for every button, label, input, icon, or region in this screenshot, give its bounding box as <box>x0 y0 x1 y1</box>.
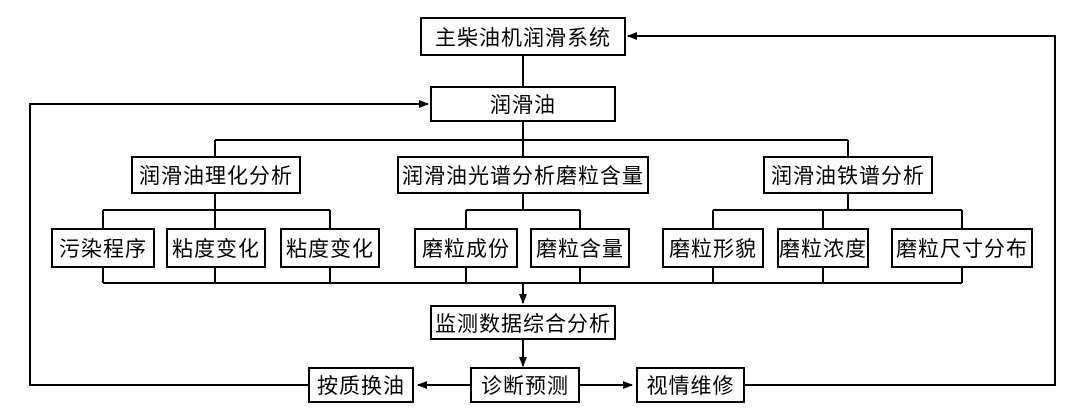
edge-feedback-to-oil <box>29 100 429 386</box>
node-pollution-degree: 污染程序 <box>51 228 155 268</box>
node-data-analysis: 监测数据综合分析 <box>430 305 616 340</box>
node-viscosity-change-2: 粘度变化 <box>280 228 380 268</box>
node-condition-based-maintenance: 视情维修 <box>636 367 745 403</box>
node-spectral-analysis: 润滑油光谱分析磨粒含量 <box>397 156 649 194</box>
node-main-diesel-lubrication-system: 主柴油机润滑系统 <box>420 17 626 56</box>
node-particle-content: 磨粒含量 <box>530 228 630 268</box>
node-diagnosis: 诊断预测 <box>470 367 580 403</box>
node-particle-concentration: 磨粒浓度 <box>777 228 869 268</box>
node-physchem-analysis: 润滑油理化分析 <box>131 156 301 194</box>
node-particle-morphology: 磨粒形貌 <box>662 228 764 268</box>
node-oil-change-by-quality: 按质换油 <box>308 367 414 403</box>
edge-feedback-to-system <box>627 32 1056 386</box>
node-lubricating-oil: 润滑油 <box>430 86 616 122</box>
node-viscosity-change-1: 粘度变化 <box>166 228 266 268</box>
node-particle-composition: 磨粒成份 <box>414 228 518 268</box>
node-ferrography-analysis: 润滑油铁谱分析 <box>763 156 933 194</box>
node-particle-size-distribution: 磨粒尺寸分布 <box>891 228 1033 268</box>
